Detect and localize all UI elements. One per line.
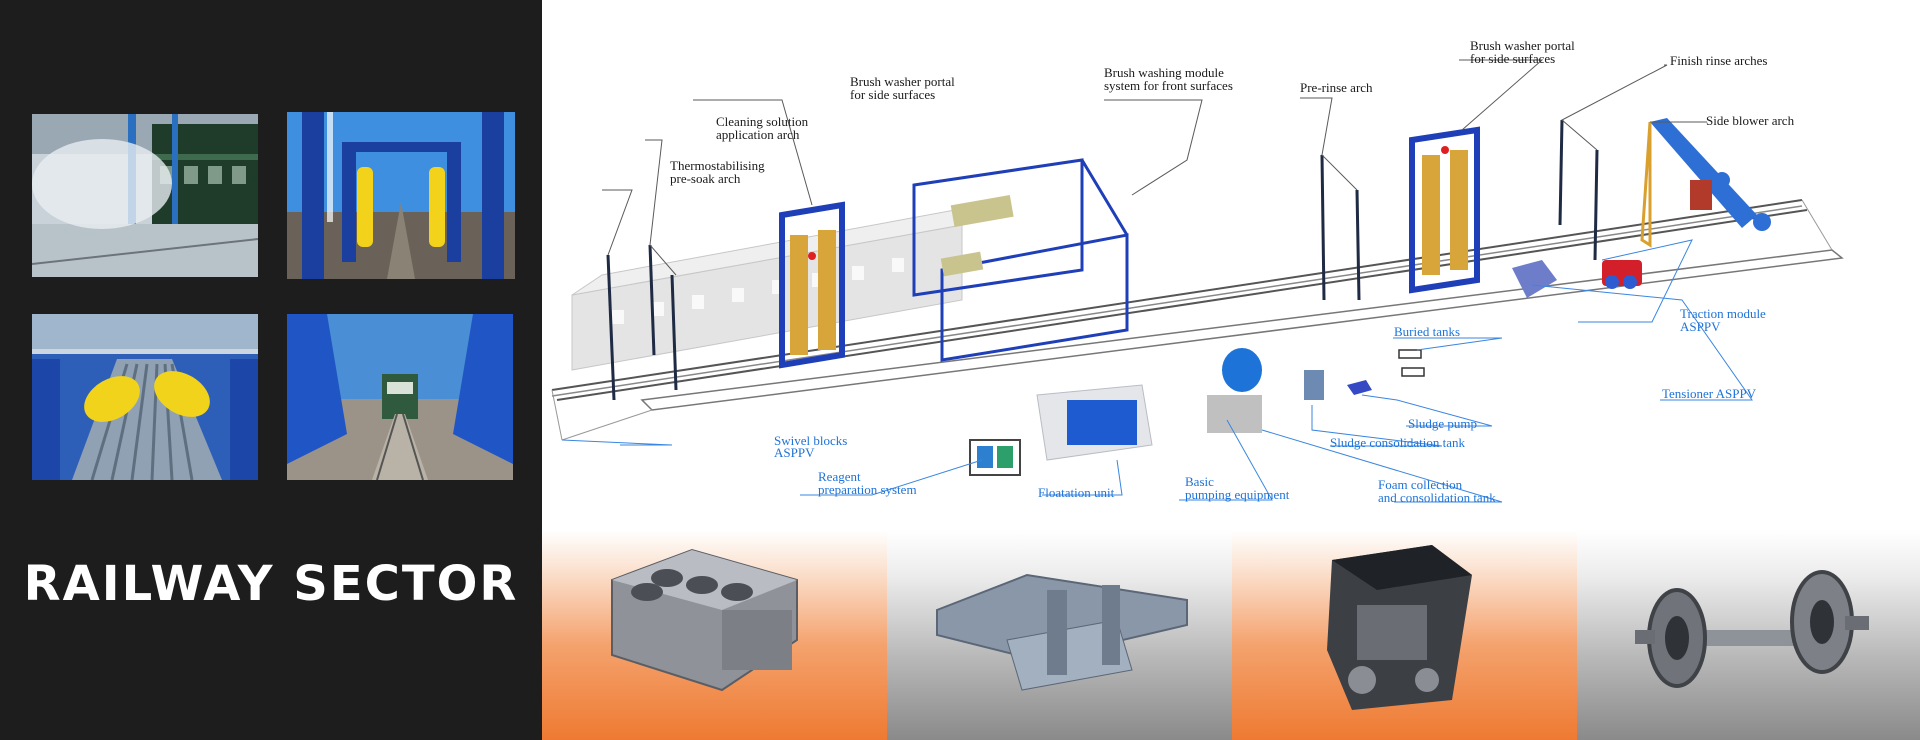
label-reagent-1: Reagent <box>818 469 861 484</box>
label-sludge-pump: Sludge pump <box>1408 416 1477 431</box>
label-sludge-tank: Sludge consolidation tank <box>1330 435 1466 450</box>
equipment <box>969 260 1642 476</box>
label-swivel-1: Swivel blocks <box>774 433 847 448</box>
label-cleaning-2: application arch <box>716 127 800 142</box>
labels-dark: Thermostabilising pre-soak arch Cleaning… <box>670 38 1795 186</box>
brush-portal-left <box>779 201 845 369</box>
leader-lines <box>561 59 1753 503</box>
label-basic-2: pumping equipment <box>1185 487 1290 502</box>
label-buried: Buried tanks <box>1394 324 1460 339</box>
front-washing-module <box>912 158 1129 362</box>
car-wash-layout-diagram: Thermostabilising pre-soak arch Cleaning… <box>542 0 1920 530</box>
engine-block-image <box>611 548 798 692</box>
label-foam-2: and consolidation tank <box>1378 490 1496 505</box>
product-tile-engine-block <box>542 530 887 740</box>
side-blower-arch <box>1640 118 1771 248</box>
label-foam-1: Foam collection <box>1378 477 1463 492</box>
photo-wash-portal-yellow-brushes <box>287 112 515 279</box>
left-panel: RAILWAY SECTOR <box>0 0 542 740</box>
label-tensioner: Tensioner ASPPV <box>1662 386 1757 401</box>
label-brush-side-left-2: for side surfaces <box>850 87 935 102</box>
label-brush-front-2: system for front surfaces <box>1104 78 1233 93</box>
label-cleaning-1: Cleaning solution <box>716 114 809 129</box>
photo-wash-arch-rails <box>287 314 513 480</box>
label-reagent-2: preparation system <box>818 482 917 497</box>
bogie-frame-image <box>936 573 1188 691</box>
label-brush-side-left-1: Brush washer portal <box>850 74 955 89</box>
photo-brush-closeup <box>32 314 258 480</box>
product-tile-bogie-frame <box>887 530 1232 740</box>
label-finish: Finish rinse arches <box>1670 53 1767 68</box>
label-thermo-2: pre-soak arch <box>670 171 741 186</box>
label-brush-front-1: Brush washing module <box>1104 65 1224 80</box>
label-thermo-1: Thermostabilising <box>670 158 765 173</box>
label-basic-1: Basic <box>1185 474 1214 489</box>
label-flotation: Floatation unit <box>1038 485 1115 500</box>
product-tile-wheelset <box>1577 530 1920 740</box>
label-side-blower: Side blower arch <box>1706 113 1795 128</box>
rinse-poles <box>606 119 1599 401</box>
labels-blue: Buried tanks Traction module ASPPV Tensi… <box>774 306 1766 505</box>
photo-train-wash-spray <box>32 114 258 277</box>
sector-title: RAILWAY SECTOR <box>23 556 519 612</box>
diesel-engine-image <box>1327 545 1472 710</box>
label-prerinse: Pre-rinse arch <box>1300 80 1373 95</box>
label-traction-1: Traction module <box>1680 306 1766 321</box>
label-brush-side-right-1: Brush washer portal <box>1470 38 1575 53</box>
rail-track <box>551 199 1844 441</box>
brush-portal-right <box>1409 126 1480 294</box>
label-swivel-2: ASPPV <box>774 445 815 460</box>
product-tile-diesel-engine <box>1232 530 1577 740</box>
wheelset-image <box>1635 570 1869 688</box>
label-traction-2: ASPPV <box>1680 319 1721 334</box>
label-brush-side-right-2: for side surfaces <box>1470 51 1555 66</box>
